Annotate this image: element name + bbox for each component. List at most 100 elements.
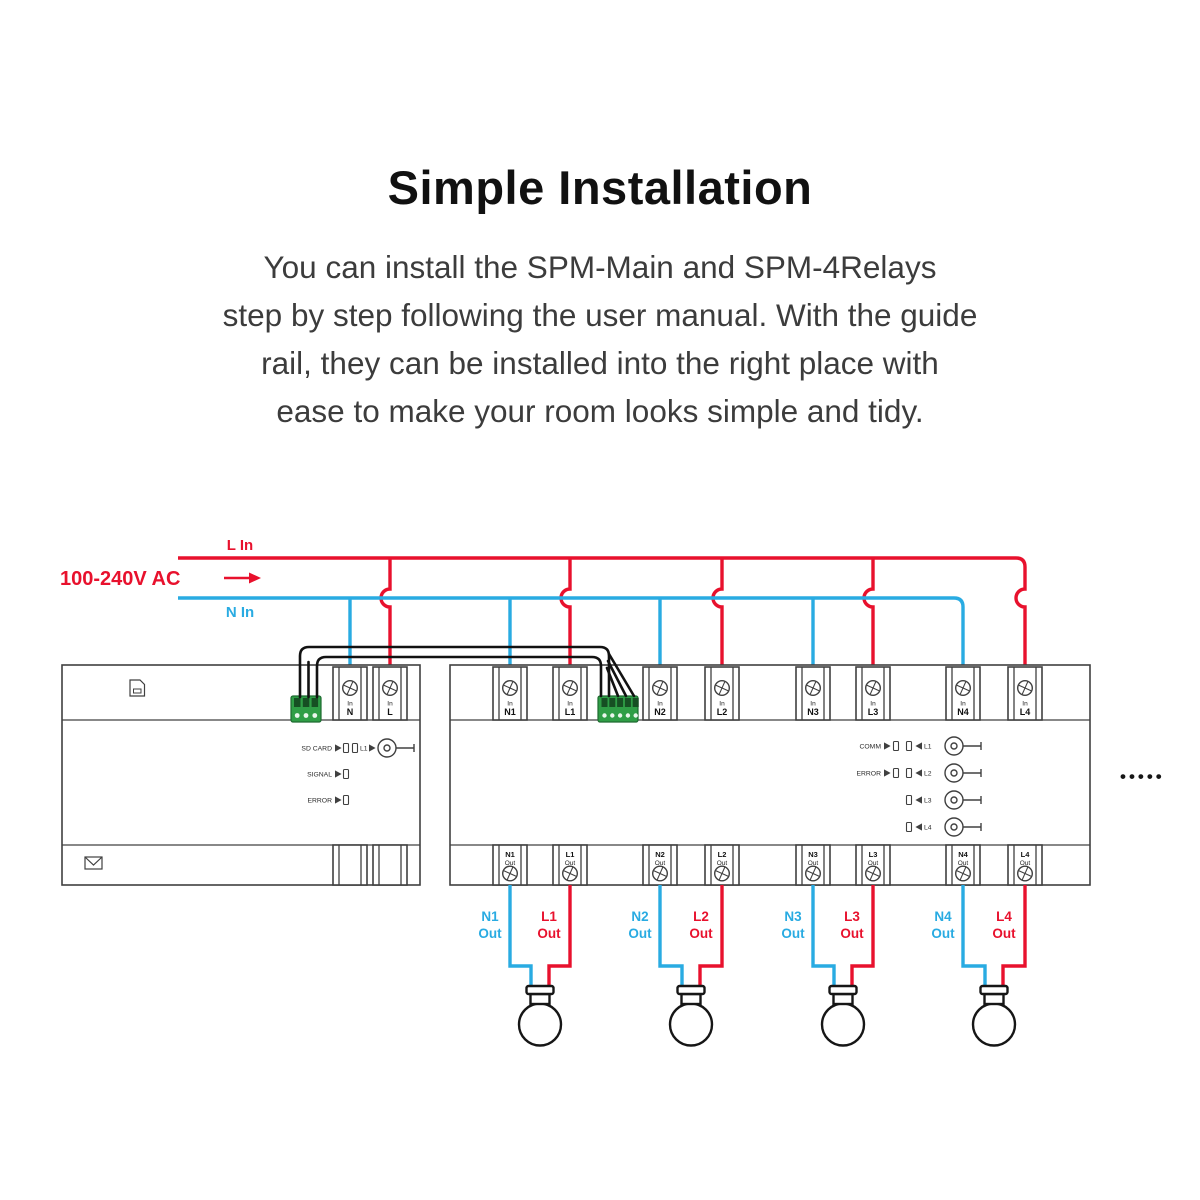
output-n-label: N1 bbox=[481, 909, 499, 924]
terminal-name-label: L1 bbox=[566, 850, 575, 859]
terminal-name-label: N1 bbox=[505, 850, 515, 859]
channel-label: L4 bbox=[924, 825, 932, 832]
n-out-wire bbox=[658, 885, 684, 986]
terminal-in-label: In bbox=[960, 701, 966, 708]
terminal-name-label: N3 bbox=[807, 707, 819, 717]
terminal-name-label: L2 bbox=[718, 850, 727, 859]
description-line: You can install the SPM-Main and SPM-4Re… bbox=[263, 249, 937, 285]
voltage-label: 100-240V AC bbox=[60, 568, 180, 590]
light-bulb-icon bbox=[820, 984, 866, 1047]
terminal-name-label: N4 bbox=[958, 850, 968, 859]
empty-terminal bbox=[372, 844, 408, 886]
led-indicator-icon bbox=[905, 740, 913, 752]
output-l-label: L2 bbox=[693, 909, 709, 924]
terminal-in-label: In bbox=[567, 701, 573, 708]
led-indicator-icon bbox=[905, 767, 913, 779]
l-in-label: L In bbox=[227, 537, 253, 554]
output-n-label: N4 bbox=[934, 909, 952, 924]
l-out-wire bbox=[1001, 885, 1027, 986]
led-indicator-icon bbox=[905, 794, 913, 806]
output-l-label: L3 bbox=[844, 909, 860, 924]
channel-label: L3 bbox=[924, 798, 932, 805]
terminal-in-label: In bbox=[1022, 701, 1028, 708]
empty-terminal bbox=[332, 844, 368, 886]
terminal-out-label: Out bbox=[565, 860, 576, 867]
terminal-name-label: L2 bbox=[717, 707, 728, 717]
more-devices-dots: ••••• bbox=[1120, 767, 1165, 786]
terminal-name-label: N2 bbox=[655, 850, 665, 859]
terminal-name-label: N bbox=[347, 707, 354, 717]
terminal-out-label: Out bbox=[958, 860, 969, 867]
led-indicator-icon bbox=[342, 742, 350, 754]
output-word-label: Out bbox=[478, 926, 502, 941]
description-line: ease to make your room looks simple and … bbox=[276, 393, 924, 429]
terminal-name-label: L3 bbox=[869, 850, 878, 859]
output-word-label: Out bbox=[628, 926, 652, 941]
led-indicator-icon bbox=[351, 742, 359, 754]
led-indicator-icon bbox=[342, 768, 350, 780]
terminal-in-label: In bbox=[870, 701, 876, 708]
l-branch-wire bbox=[862, 558, 875, 667]
green-connector bbox=[290, 695, 322, 723]
n-out-wire bbox=[508, 885, 533, 986]
output-word-label: Out bbox=[689, 926, 713, 941]
l1-indicator-label: L1 bbox=[360, 746, 368, 753]
l-out-wire bbox=[698, 885, 724, 986]
l-branch-wire bbox=[559, 558, 572, 667]
terminal-in-label: In bbox=[387, 701, 393, 708]
arrow-right-icon bbox=[224, 572, 261, 584]
led-indicator-icon bbox=[342, 794, 350, 806]
output-word-label: Out bbox=[840, 926, 864, 941]
led-indicator-icon bbox=[905, 821, 913, 833]
terminal-out-label: Out bbox=[808, 860, 819, 867]
channel-label: L2 bbox=[924, 771, 932, 778]
light-bulb-icon bbox=[668, 984, 714, 1047]
output-n-label: N2 bbox=[631, 909, 648, 924]
n-in-wire bbox=[178, 596, 965, 667]
output-l-label: L1 bbox=[541, 909, 557, 924]
output-word-label: Out bbox=[931, 926, 955, 941]
spm-main-device: In N In L SD CARD L1 SIGNAL ERROR bbox=[61, 664, 421, 886]
green-connector bbox=[597, 695, 639, 723]
l-branch-wire bbox=[711, 558, 724, 667]
terminal-out-label: Out bbox=[717, 860, 728, 867]
wiring-diagram: L In 100-240V AC N In In N In L bbox=[60, 537, 1165, 1047]
l-in-wire bbox=[178, 556, 1027, 667]
package-icon bbox=[84, 856, 103, 870]
l-out-wire bbox=[850, 885, 875, 986]
terminal-name-label: L4 bbox=[1021, 850, 1031, 859]
n-in-label: N In bbox=[226, 604, 254, 621]
terminal-name-label: N2 bbox=[654, 707, 666, 717]
terminal-name-label: N1 bbox=[504, 707, 516, 717]
light-bulb-icon bbox=[971, 984, 1017, 1047]
terminal-in-label: In bbox=[507, 701, 513, 708]
terminal-in-label: In bbox=[347, 701, 353, 708]
output-n-label: N3 bbox=[784, 909, 802, 924]
n-out-wire bbox=[811, 885, 836, 986]
terminal-out-label: Out bbox=[655, 860, 666, 867]
terminal-name-label: L4 bbox=[1020, 707, 1031, 717]
terminal-in-label: In bbox=[657, 701, 663, 708]
output-word-label: Out bbox=[992, 926, 1016, 941]
led-indicator-icon bbox=[892, 767, 900, 779]
description-line: rail, they can be installed into the rig… bbox=[261, 345, 939, 381]
output-l-label: L4 bbox=[996, 909, 1012, 924]
signal-label: SIGNAL bbox=[307, 772, 332, 779]
terminal-name-label: N3 bbox=[808, 850, 818, 859]
sd-card-icon bbox=[129, 679, 146, 697]
terminal-in-label: In bbox=[719, 701, 725, 708]
spm-4relays-device: In N1 In L1 In N2 In L2 In N3 In L3 In N… bbox=[449, 664, 1091, 886]
terminal-name-label: L bbox=[387, 707, 393, 717]
terminal-out-label: Out bbox=[1020, 860, 1031, 867]
error-label: ERROR bbox=[307, 798, 332, 805]
terminal-out-label: Out bbox=[868, 860, 879, 867]
l-out-wire bbox=[547, 885, 572, 986]
terminal-name-label: L3 bbox=[868, 707, 879, 717]
page-title: Simple Installation bbox=[387, 161, 813, 214]
description-line: step by step following the user manual. … bbox=[222, 297, 978, 333]
terminal-in-label: In bbox=[810, 701, 816, 708]
output-word-label: Out bbox=[781, 926, 805, 941]
l-branch-wire bbox=[379, 558, 392, 667]
comm-label: COMM bbox=[859, 744, 881, 751]
output-word-label: Out bbox=[537, 926, 561, 941]
